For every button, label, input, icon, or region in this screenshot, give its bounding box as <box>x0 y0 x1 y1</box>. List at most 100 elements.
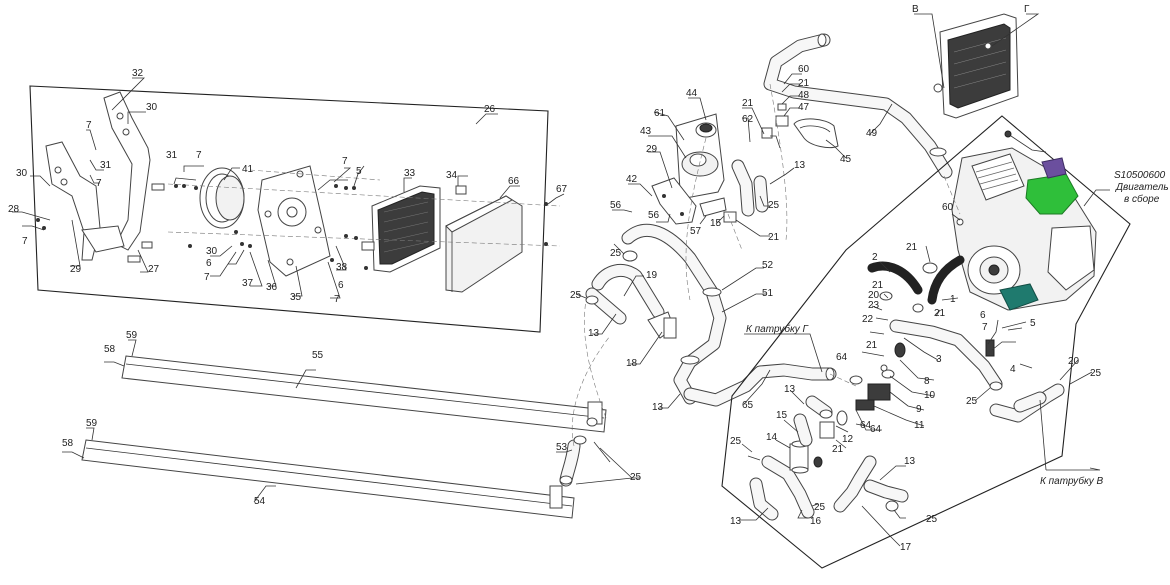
callout: 64 <box>836 352 848 363</box>
callout: 13 <box>794 160 806 171</box>
callout: 25 <box>768 200 780 211</box>
callout: 29 <box>646 144 658 155</box>
callout: 60 <box>942 202 954 213</box>
callout: 22 <box>862 314 874 325</box>
callout: 30 <box>16 168 28 179</box>
callout: 19 <box>646 270 658 281</box>
routing-lines <box>571 83 961 447</box>
tank-bracket-part <box>651 177 727 225</box>
leader-lines <box>12 13 1110 547</box>
callout: 56 <box>610 200 622 211</box>
clamp-21c-part <box>912 303 924 313</box>
callout: 11 <box>914 420 925 431</box>
callout: 34 <box>446 170 458 181</box>
callout: 45 <box>840 154 852 165</box>
callout: 2 <box>872 252 878 263</box>
engine-sensor <box>1041 157 1067 179</box>
pipe-55-part <box>121 355 607 433</box>
callout: 5 <box>356 166 362 177</box>
engine-code-label: S10500600 <box>1114 170 1166 181</box>
callout: 38 <box>336 262 348 273</box>
callout: 47 <box>798 102 810 113</box>
pipe-12-part <box>819 421 835 439</box>
callout: 66 <box>508 176 520 187</box>
pipe-18-part <box>647 311 677 339</box>
callout: 8 <box>924 376 930 387</box>
callout: 44 <box>686 88 698 99</box>
callout: 13 <box>784 384 796 395</box>
callout: 58 <box>62 438 74 449</box>
callout: 15 <box>776 410 788 421</box>
callout: 57 <box>690 226 702 237</box>
callout: 25 <box>630 472 642 483</box>
callout: 65 <box>742 400 754 411</box>
pipe-49-part <box>763 33 953 179</box>
callout: 64 <box>860 420 872 431</box>
callout: 25 <box>610 248 622 259</box>
engine-part <box>951 130 1097 311</box>
callout: 15 <box>710 218 722 229</box>
callout: 7 <box>204 272 210 283</box>
callout-labels: 32 30 7 31 7 30 28 7 29 27 31 7 41 30 6 … <box>8 4 1169 553</box>
callout: 16 <box>810 516 822 527</box>
radiator-core-part <box>361 185 441 273</box>
callout: 33 <box>404 168 416 179</box>
clamp-25-a <box>622 250 638 262</box>
note-to-pipe-g: К патрубку Г <box>746 323 810 335</box>
callout: 42 <box>626 174 638 185</box>
hose-13-lower-part <box>749 375 863 521</box>
callout: 64 <box>870 424 882 435</box>
callout: 7 <box>334 294 340 305</box>
callout: 17 <box>900 542 912 553</box>
callout: 21 <box>872 280 884 291</box>
heater-radiator-part <box>933 13 1019 119</box>
callout: 21 <box>742 98 754 109</box>
callout: 28 <box>8 204 20 215</box>
callout: 55 <box>312 350 324 361</box>
hose-52-51-part <box>621 223 727 405</box>
fan-plate-part <box>257 165 331 277</box>
radiator-shroud-part <box>445 195 523 293</box>
callout: 9 <box>916 404 922 415</box>
pipe-53-part <box>559 435 587 487</box>
callout: 25 <box>814 502 826 513</box>
callout: 6 <box>206 258 212 269</box>
callout: 25 <box>570 290 582 301</box>
callout: 31 <box>100 160 112 171</box>
callout: 53 <box>556 442 568 453</box>
engine-label-line2: Двигатель <box>1115 182 1169 193</box>
clamp-45-part <box>793 118 839 149</box>
heater-letter-v: В <box>912 4 919 15</box>
callout: 67 <box>556 184 568 195</box>
callout: 21 <box>866 340 878 351</box>
callout: 26 <box>484 104 496 115</box>
pipe-54-part <box>81 439 575 519</box>
callout: 4 <box>1010 364 1016 375</box>
callout: 7 <box>86 120 92 131</box>
callout: 12 <box>842 434 854 445</box>
callout: 37 <box>242 278 254 289</box>
callout: 7 <box>22 236 28 247</box>
callout: 43 <box>640 126 652 137</box>
callout: 21 <box>934 308 946 319</box>
callout: 35 <box>290 292 302 303</box>
callout: 25 <box>1090 368 1102 379</box>
callout: 59 <box>86 418 98 429</box>
callout: 6 <box>338 280 344 291</box>
callout: 21 <box>768 232 780 243</box>
callout: 25 <box>730 436 742 447</box>
callout: 7 <box>982 322 988 333</box>
radiator-assembly-frame <box>29 85 549 333</box>
heater-letter-g: Г <box>1024 4 1030 15</box>
fastener-34-part <box>455 185 467 195</box>
callout: 27 <box>148 264 160 275</box>
callout: 13 <box>588 328 600 339</box>
callout: 20 <box>868 290 880 301</box>
callout: 31 <box>166 150 178 161</box>
callout: 36 <box>266 282 278 293</box>
callout: 30 <box>146 102 158 113</box>
engine-label-line3: в сборе <box>1124 193 1160 205</box>
callout: 49 <box>866 128 878 139</box>
